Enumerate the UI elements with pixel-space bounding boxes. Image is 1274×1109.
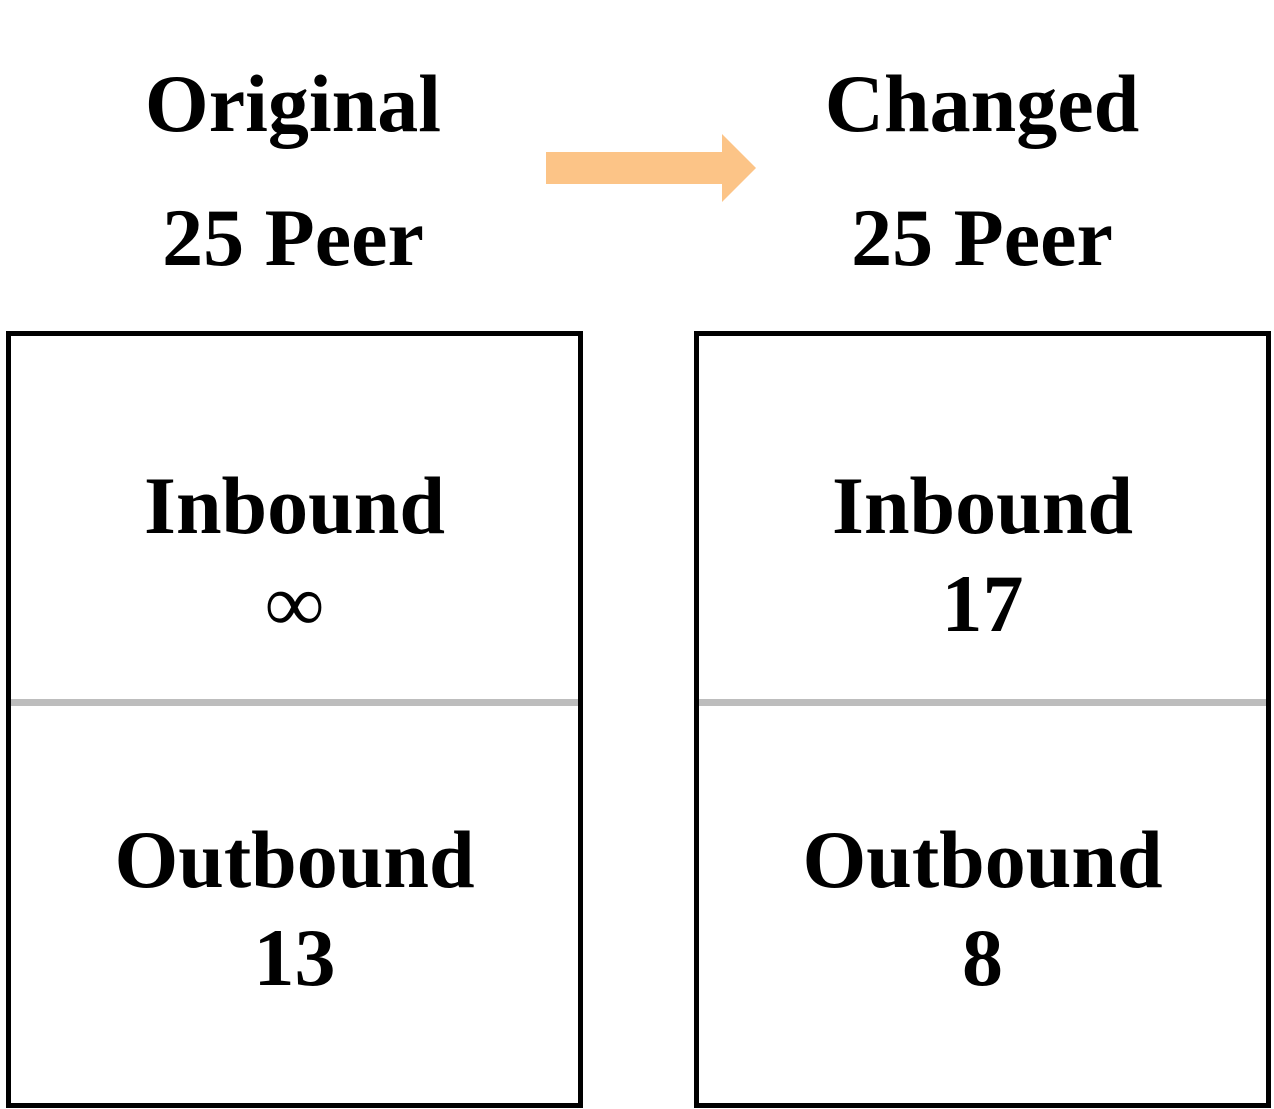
arrow-right-icon (546, 134, 756, 202)
changed-inbound-label: Inbound (832, 460, 1133, 551)
changed-header: Changed 25 Peer (695, 0, 1269, 300)
arrow-shape (546, 134, 756, 202)
changed-divider (699, 699, 1266, 706)
original-outbound-label: Outbound (114, 814, 475, 905)
original-inbound-value: ∞ (265, 558, 324, 649)
original-box: Inbound ∞ Outbound 13 (6, 331, 583, 1108)
changed-box: Inbound 17 Outbound 8 (694, 331, 1271, 1108)
original-title: Original (144, 58, 442, 149)
original-peer-count: 25 Peer (162, 192, 424, 283)
changed-outbound-value: 8 (962, 912, 1003, 1003)
changed-outbound-section: Outbound 8 (699, 811, 1266, 1007)
original-inbound-section: Inbound ∞ (11, 457, 578, 653)
original-outbound-value: 13 (253, 912, 336, 1003)
original-header: Original 25 Peer (6, 0, 580, 300)
original-outbound-section: Outbound 13 (11, 811, 578, 1007)
changed-title: Changed (824, 58, 1140, 149)
changed-peer-count: 25 Peer (851, 192, 1113, 283)
original-divider (11, 699, 578, 706)
changed-inbound-value: 17 (941, 558, 1024, 649)
original-inbound-label: Inbound (144, 460, 445, 551)
changed-outbound-label: Outbound (802, 814, 1163, 905)
changed-inbound-section: Inbound 17 (699, 457, 1266, 653)
